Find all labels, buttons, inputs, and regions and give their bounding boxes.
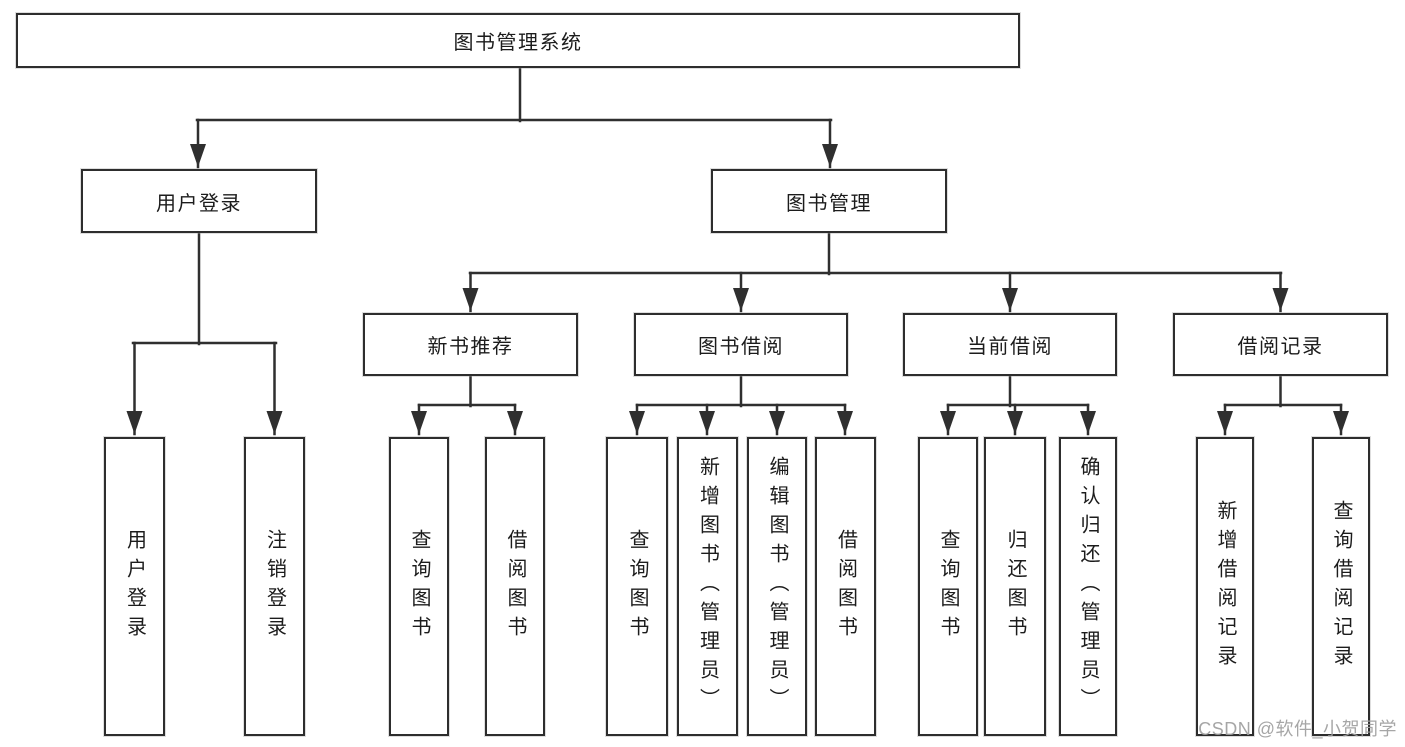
node-label: 查询图书 — [626, 528, 648, 645]
node-book-borrowing: 图书借阅 — [634, 313, 848, 376]
leaf-query-books-borrowing: 查询图书 — [606, 437, 668, 736]
node-label: 归还图书 — [1004, 528, 1026, 645]
leaf-borrow-books-recommend: 借阅图书 — [485, 437, 545, 736]
node-book-management: 图书管理 — [711, 169, 947, 233]
node-label: 当前借阅 — [967, 336, 1053, 358]
node-borrowing-records: 借阅记录 — [1173, 313, 1388, 376]
node-label: 借阅图书 — [834, 528, 857, 645]
leaf-user-login: 用户登录 — [104, 437, 165, 736]
node-label: 用户登录 — [123, 528, 146, 645]
leaf-return-book: 归还图书 — [984, 437, 1046, 736]
node-label: 借阅记录 — [1237, 336, 1324, 358]
node-label: 确认归还（管理员） — [1077, 456, 1099, 717]
leaf-add-borrow-record: 新增借阅记录 — [1196, 437, 1254, 736]
node-label: 新书推荐 — [427, 336, 514, 358]
node-new-book-recommend: 新书推荐 — [363, 313, 578, 376]
node-label: 图书管理 — [786, 192, 872, 215]
leaf-logout: 注销登录 — [244, 437, 305, 736]
node-library-management-system: 图书管理系统 — [16, 13, 1020, 68]
leaf-edit-book-admin: 编辑图书（管理员） — [747, 437, 807, 736]
leaf-borrow-books-borrowing: 借阅图书 — [815, 437, 876, 736]
node-current-borrowing: 当前借阅 — [903, 313, 1117, 376]
node-label: 用户登录 — [156, 192, 242, 215]
node-label: 编辑图书（管理员） — [766, 456, 788, 717]
leaf-query-books-current: 查询图书 — [918, 437, 978, 736]
node-label: 借阅图书 — [504, 528, 526, 645]
node-label: 新增图书（管理员） — [696, 456, 719, 717]
node-label: 新增借阅记录 — [1214, 499, 1236, 674]
leaf-query-borrow-record: 查询借阅记录 — [1312, 437, 1370, 736]
leaf-query-books-recommend: 查询图书 — [389, 437, 449, 736]
node-label: 图书借阅 — [698, 336, 784, 358]
leaf-confirm-return-admin: 确认归还（管理员） — [1059, 437, 1117, 736]
node-label: 查询借阅记录 — [1330, 499, 1352, 674]
node-label: 注销登录 — [263, 528, 286, 645]
node-user-login: 用户登录 — [81, 169, 317, 233]
leaf-add-book-admin: 新增图书（管理员） — [677, 437, 738, 736]
node-label: 图书管理系统 — [453, 32, 583, 54]
csdn-watermark: CSDN @软件_小贺同学 — [1198, 719, 1397, 739]
node-label: 查询图书 — [408, 528, 430, 645]
node-label: 查询图书 — [937, 528, 959, 645]
